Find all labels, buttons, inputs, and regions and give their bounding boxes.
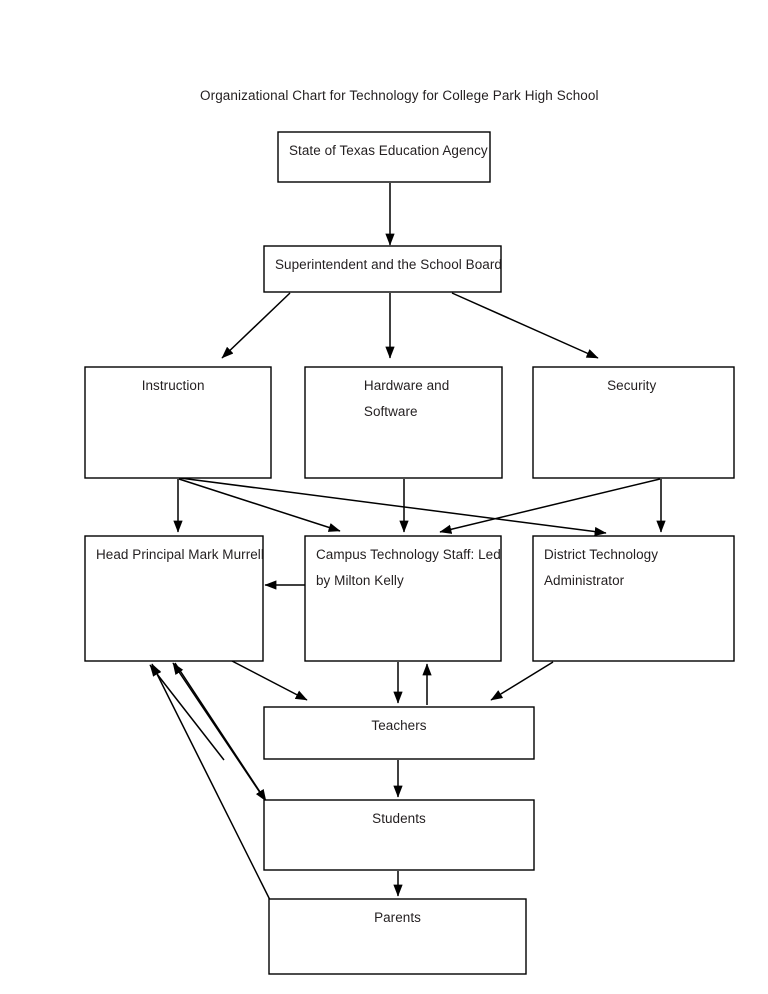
node-parents[interactable]: Parents (268, 898, 527, 975)
node-box-tea[interactable] (277, 131, 491, 183)
node-label-tea: State of Texas Education Agency (289, 143, 488, 158)
connector-instruction-to-district-tech-admin (179, 477, 607, 537)
connector-parents-to-head-principal (151, 663, 271, 901)
node-layer: State of Texas Education AgencySuperinte… (84, 131, 735, 975)
node-label-head-principal: Head Principal Mark Murrell (96, 547, 264, 562)
node-campus-tech-staff[interactable]: Campus Technology Staff: Led by Milton Ke… (304, 535, 502, 662)
node-label-parents: Parents (374, 910, 421, 925)
node-label-security: Security (607, 378, 656, 393)
node-label-students: Students (372, 811, 426, 826)
connector-layer (149, 183, 666, 901)
node-label-campus-tech-staff: by Milton Kelly (316, 573, 404, 588)
node-security[interactable]: Security (532, 366, 735, 479)
connector-instruction-to-campus-tech-staff (178, 478, 341, 532)
node-box-instruction[interactable] (84, 366, 272, 479)
node-head-principal[interactable]: Head Principal Mark Murrell (84, 535, 264, 662)
node-label-campus-tech-staff: Campus Technology Staff: Led (316, 547, 501, 562)
node-superintendent[interactable]: Superintendent and the School Board (263, 245, 502, 293)
node-box-campus-tech-staff[interactable] (304, 535, 502, 662)
node-students[interactable]: Students (263, 799, 535, 871)
node-label-instruction: Instruction (142, 378, 205, 393)
connector-superintendent-to-security (451, 292, 599, 359)
node-instruction[interactable]: Instruction (84, 366, 272, 479)
node-box-teachers[interactable] (263, 706, 535, 760)
node-box-head-principal[interactable] (84, 535, 264, 662)
node-box-hardware-software[interactable] (304, 366, 503, 479)
node-label-district-tech-admin: Administrator (544, 573, 625, 588)
node-label-hardware-software: Hardware and (364, 378, 449, 393)
node-label-superintendent: Superintendent and the School Board (275, 257, 502, 272)
node-label-hardware-software: Software (364, 404, 418, 419)
node-label-district-tech-admin: District Technology (544, 547, 658, 562)
node-box-parents[interactable] (268, 898, 527, 975)
node-box-district-tech-admin[interactable] (532, 535, 735, 662)
node-tea[interactable]: State of Texas Education Agency (277, 131, 491, 183)
connector-superintendent-to-instruction (221, 292, 291, 359)
connector-teachers-to-head-principal (149, 664, 225, 761)
node-label-teachers: Teachers (371, 718, 426, 733)
node-box-security[interactable] (532, 366, 735, 479)
connector-security-to-campus-tech-staff (439, 478, 661, 534)
page-title: Organizational Chart for Technology for … (200, 88, 599, 103)
connector-district-tech-admin-to-teachers (490, 661, 554, 701)
node-box-superintendent[interactable] (263, 245, 502, 293)
connector-head-principal-to-students (174, 662, 267, 802)
node-teachers[interactable]: Teachers (263, 706, 535, 760)
connector-head-principal-to-teachers (231, 660, 308, 701)
node-box-students[interactable] (263, 799, 535, 871)
